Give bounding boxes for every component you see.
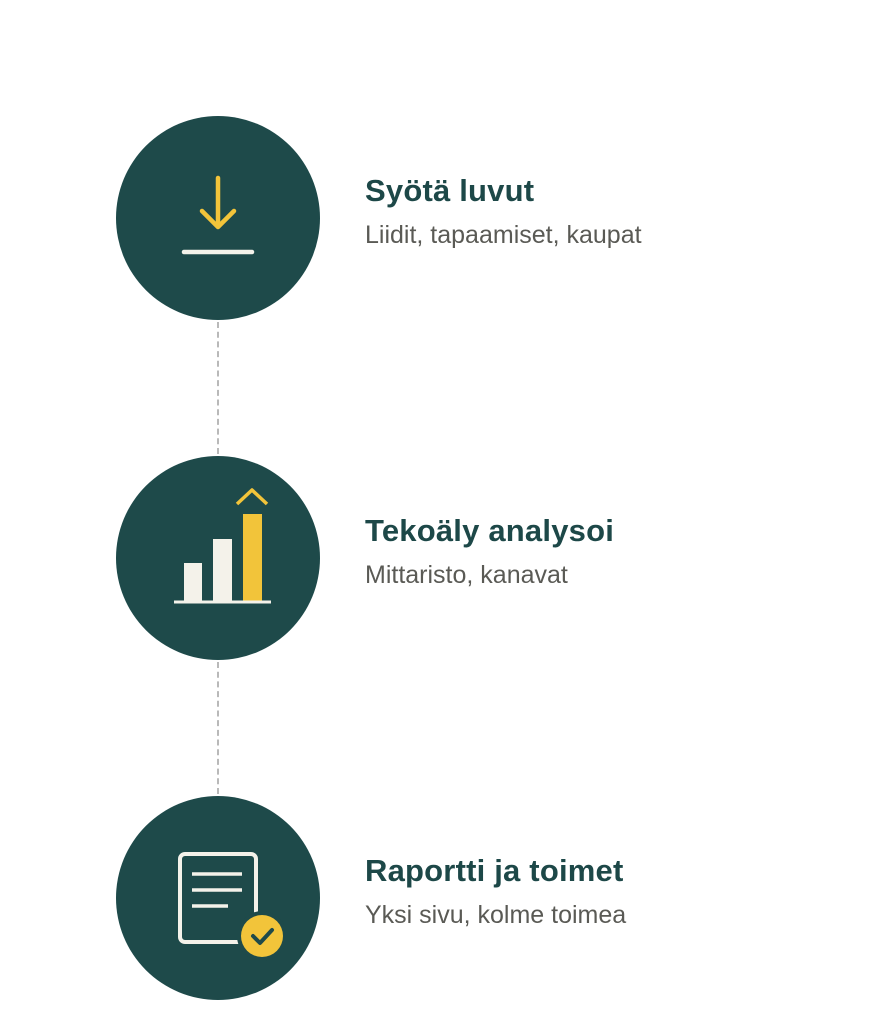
step-title: Raportti ja toimet	[365, 853, 624, 888]
step-subtitle: Yksi sivu, kolme toimea	[365, 901, 627, 929]
dashed-connector	[217, 322, 219, 454]
dashed-connector	[217, 662, 219, 794]
step-2-circle	[116, 456, 320, 660]
bar-chart-icon	[174, 488, 271, 604]
step-title: Tekoäly analysoi	[365, 513, 615, 548]
step-3-circle	[116, 796, 320, 1000]
step-title: Syötä luvut	[365, 173, 535, 208]
download-icon	[181, 175, 255, 255]
step-subtitle: Mittaristo, kanavat	[365, 561, 568, 589]
step-1-text: Syötä luvut Liidit, tapaamiset, kaupat	[365, 172, 845, 251]
step-2-text: Tekoäly analysoi Mittaristo, kanavat	[365, 512, 845, 591]
step-subtitle: Liidit, tapaamiset, kaupat	[365, 221, 642, 249]
report-check-icon	[178, 852, 287, 961]
step-3-text: Raportti ja toimet Yksi sivu, kolme toim…	[365, 852, 845, 931]
step-1-circle	[116, 116, 320, 320]
